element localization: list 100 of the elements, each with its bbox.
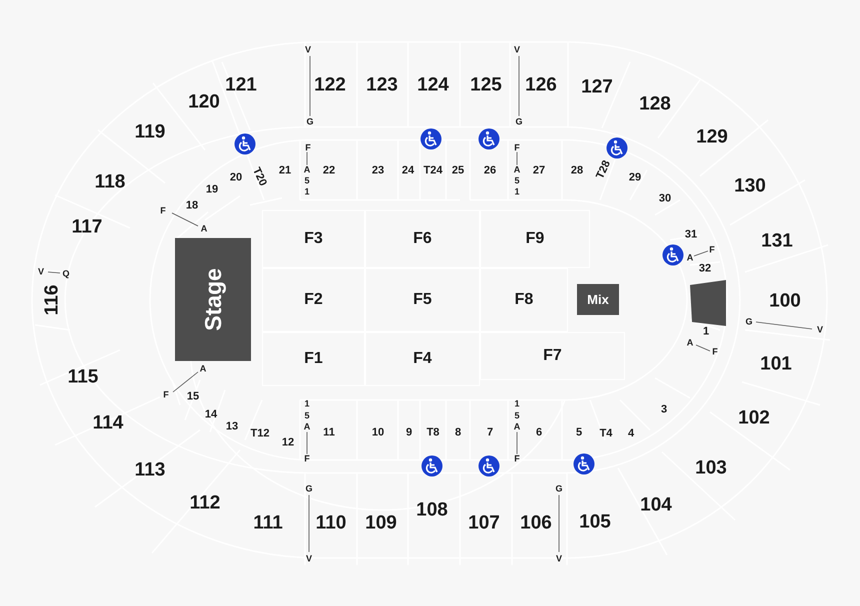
section-number: 31 bbox=[684, 230, 698, 240]
section-number: 128 bbox=[639, 94, 671, 114]
section-number: 13 bbox=[226, 422, 238, 432]
row-letter: F bbox=[514, 144, 520, 152]
section-number: 121 bbox=[225, 76, 257, 94]
section-number: T20 bbox=[250, 166, 268, 188]
row-letter: F bbox=[712, 348, 718, 356]
row-letter: A bbox=[304, 422, 310, 432]
section-number: 5 bbox=[576, 428, 582, 438]
row-letter: F bbox=[514, 454, 520, 464]
row-letter: F bbox=[163, 390, 169, 400]
section-number: 6 bbox=[536, 428, 542, 438]
section-number: 124 bbox=[417, 76, 449, 94]
section-number: 107 bbox=[468, 514, 500, 532]
section-number: 10 bbox=[372, 428, 384, 438]
row-letter: V bbox=[556, 554, 562, 564]
section-number: 106 bbox=[520, 514, 552, 532]
section-number: 105 bbox=[579, 512, 611, 532]
floor-section: F2 bbox=[262, 268, 365, 332]
stage-block: Stage bbox=[175, 238, 251, 361]
section-number: 18 bbox=[186, 200, 198, 212]
row-letter: A bbox=[514, 166, 520, 174]
row-letter: V bbox=[306, 554, 312, 564]
section-number: 103 bbox=[695, 458, 727, 478]
row-letter: A bbox=[514, 422, 520, 432]
dark-block bbox=[689, 280, 727, 326]
section-number: 120 bbox=[188, 92, 220, 112]
section-number: 21 bbox=[278, 166, 292, 176]
row-letter: 5 bbox=[514, 176, 520, 186]
section-number: 20 bbox=[230, 172, 242, 184]
section-number: 123 bbox=[366, 76, 398, 94]
section-number: 9 bbox=[406, 428, 412, 438]
section-number: 113 bbox=[134, 460, 166, 480]
section-number: 14 bbox=[204, 410, 218, 420]
section-number: 111 bbox=[253, 514, 283, 532]
section-number: 125 bbox=[470, 76, 502, 94]
mix-position: Mix bbox=[577, 284, 619, 315]
floor-section: F4 bbox=[365, 332, 480, 386]
section-number: 116 bbox=[42, 284, 62, 316]
row-letter: 1 bbox=[304, 188, 310, 196]
section-number: 30 bbox=[658, 194, 672, 204]
row-letter: V bbox=[514, 46, 520, 54]
section-number: 24 bbox=[402, 166, 414, 176]
section-number: 12 bbox=[282, 438, 294, 448]
row-letter: 5 bbox=[304, 412, 310, 420]
row-letter: A bbox=[686, 254, 694, 262]
section-number: 131 bbox=[761, 232, 793, 250]
row-letter: F bbox=[160, 206, 166, 216]
row-letter: F bbox=[304, 454, 310, 464]
floor-section: F5 bbox=[365, 268, 480, 332]
section-number: 122 bbox=[314, 76, 346, 94]
section-number: 108 bbox=[416, 500, 448, 520]
floor-section: F9 bbox=[480, 210, 590, 268]
section-number: 101 bbox=[760, 354, 792, 374]
section-number: 26 bbox=[484, 166, 496, 176]
section-number: 102 bbox=[738, 408, 770, 428]
row-letter: 1 bbox=[304, 400, 310, 408]
section-number: 104 bbox=[640, 496, 672, 514]
row-letter: Q bbox=[62, 270, 70, 278]
row-letter: 1 bbox=[514, 188, 520, 196]
section-number: T12 bbox=[250, 428, 270, 440]
section-number: T4 bbox=[600, 428, 612, 440]
section-number: 1 bbox=[702, 326, 710, 338]
row-letter: G bbox=[306, 118, 314, 126]
section-number: 23 bbox=[372, 166, 384, 176]
section-number: 119 bbox=[134, 122, 166, 142]
section-number: 112 bbox=[190, 494, 220, 512]
section-number: 100 bbox=[769, 292, 801, 310]
section-number: 22 bbox=[322, 166, 336, 176]
section-number: 8 bbox=[454, 428, 462, 438]
row-letter: A bbox=[200, 224, 208, 234]
section-number: 3 bbox=[660, 404, 668, 416]
section-number: 7 bbox=[486, 428, 494, 438]
section-number: 29 bbox=[628, 172, 642, 184]
row-letter: 1 bbox=[514, 400, 520, 408]
section-number: 127 bbox=[581, 78, 613, 96]
section-number: T28 bbox=[595, 159, 613, 181]
section-number: T8 bbox=[426, 428, 440, 438]
section-number: 27 bbox=[532, 166, 546, 176]
section-number: 130 bbox=[734, 176, 766, 196]
section-number: 115 bbox=[68, 368, 98, 386]
row-letter: A bbox=[200, 364, 206, 374]
floor-section: F6 bbox=[365, 210, 480, 268]
section-number: 19 bbox=[206, 184, 218, 196]
section-number: 15 bbox=[186, 392, 200, 402]
section-number: 118 bbox=[94, 172, 126, 192]
section-number: 109 bbox=[365, 514, 397, 532]
section-number: 110 bbox=[316, 514, 346, 532]
row-letter: G bbox=[746, 318, 752, 326]
row-letter: V bbox=[817, 326, 823, 334]
section-number: 114 bbox=[92, 414, 124, 432]
section-number: 129 bbox=[696, 128, 728, 146]
row-letter: 5 bbox=[514, 412, 520, 420]
row-letter: F bbox=[709, 246, 715, 254]
row-letter: A bbox=[304, 166, 310, 174]
row-letter: G bbox=[306, 484, 312, 494]
row-letter: V bbox=[305, 46, 311, 54]
section-number: T24 bbox=[424, 166, 442, 176]
section-number: 25 bbox=[452, 166, 464, 176]
section-number: 4 bbox=[628, 428, 634, 440]
